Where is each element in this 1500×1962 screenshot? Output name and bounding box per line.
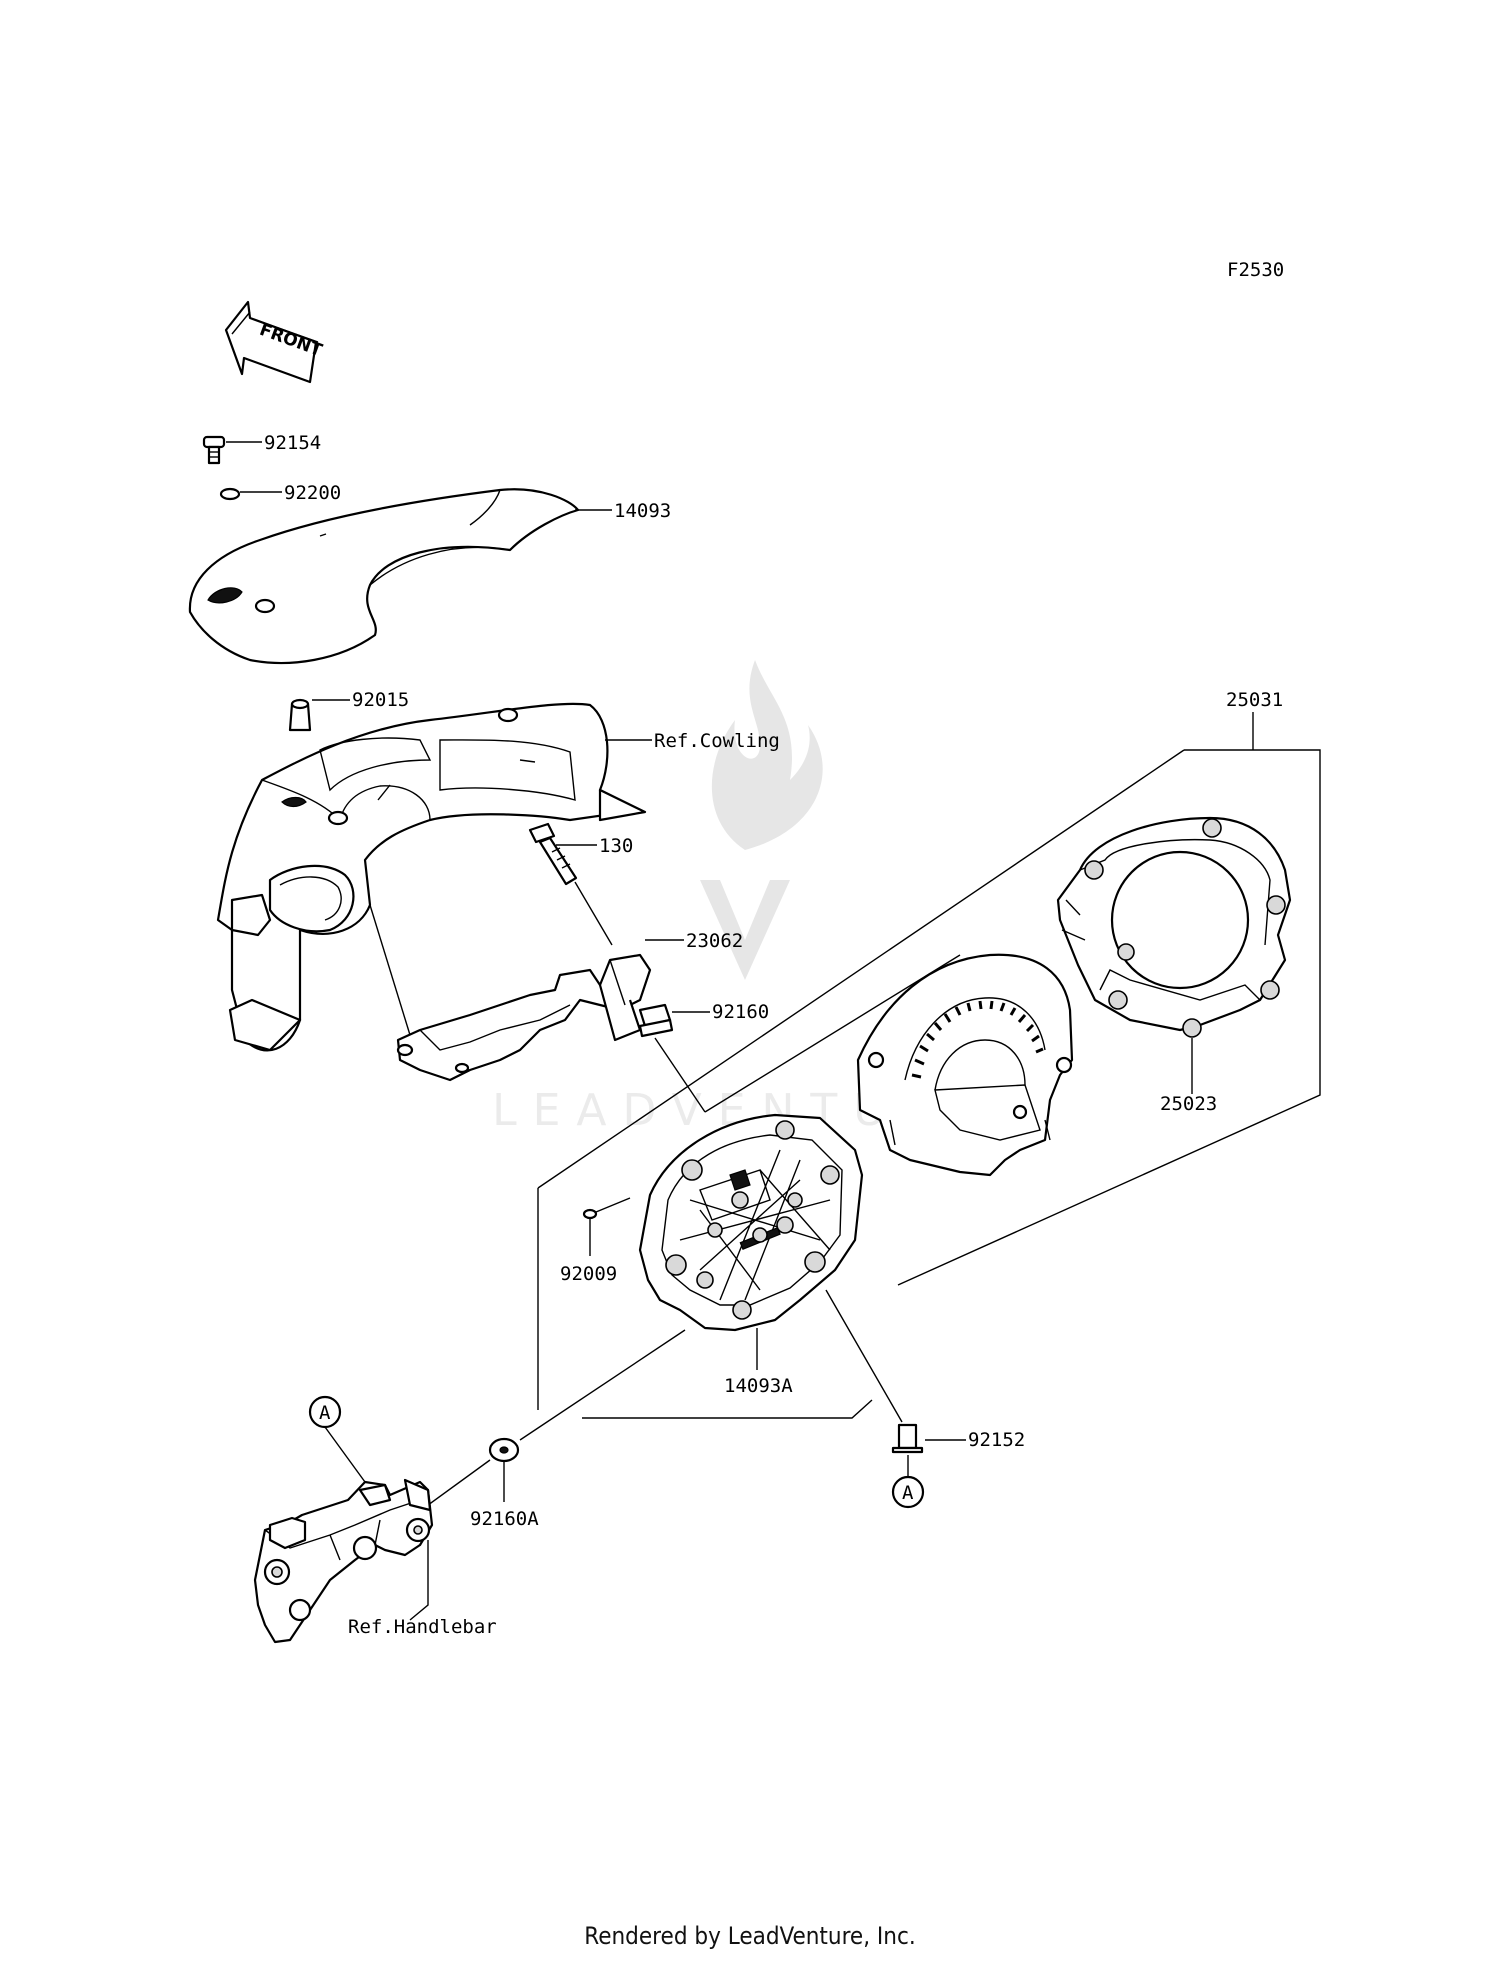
front-arrow-icon: FRONT [224,300,325,384]
footer-credit: Rendered by LeadVenture, Inc. [584,1922,916,1950]
label-ref-handlebar: Ref.Handlebar [348,1616,497,1638]
label-23062: 23062 [686,930,743,952]
label-14093A: 14093A [724,1375,793,1397]
assembly-25031-outline [537,712,1321,1419]
ref-a-marker-right [891,1475,925,1509]
part-130-bolt [528,822,578,886]
label-92160A: 92160A [470,1508,539,1530]
part-92152-collar [891,1423,924,1454]
cowling [216,702,647,1052]
part-92015-collar [288,698,312,732]
ref-a-marker-left [308,1395,342,1429]
label-92015: 92015 [352,689,409,711]
part-92160-damper [638,1003,674,1038]
label-92160: 92160 [712,1001,769,1023]
ref-a-label-right: A [902,1482,914,1504]
part-92200-washer [219,487,241,501]
label-ref-cowling: Ref.Cowling [654,730,780,752]
part-23062-bracket [396,953,652,1082]
label-92154: 92154 [264,432,321,454]
label-130: 130 [599,835,633,857]
label-14093: 14093 [614,500,671,522]
label-92009: 92009 [560,1263,617,1285]
ref-a-label-left: A [319,1402,331,1424]
part-14093A-case [638,1113,864,1332]
label-25031: 25031 [1226,689,1283,711]
label-25023: 25023 [1160,1093,1217,1115]
part-92154-bolt [202,435,226,465]
part-25023-bezel [1056,816,1292,1038]
handlebar-clamp [253,1478,434,1644]
figure-code: F2530 [1227,259,1284,281]
part-14093-cover [188,488,580,665]
part-92009-screw [582,1197,631,1220]
label-92200: 92200 [284,482,341,504]
label-92152: 92152 [968,1429,1025,1451]
meter-panel [856,953,1074,1177]
part-92160A-grommet [488,1437,520,1463]
